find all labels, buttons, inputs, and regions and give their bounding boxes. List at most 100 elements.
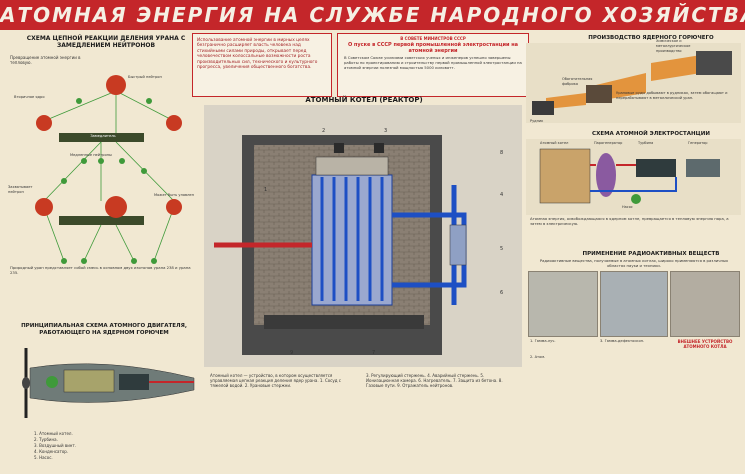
ore-flow-arrow [651,55,701,81]
plant-turbine [636,159,676,177]
neutron [61,258,67,264]
neutron [81,258,87,264]
uranium-nucleus [166,199,182,215]
chain-reaction-diagram [35,75,182,264]
left-column: СХЕМА ЦЕПНОЙ РЕАКЦИИ ДЕЛЕНИЯ УРАНА С ЗАМ… [4,33,200,469]
uranium-nucleus [35,198,53,216]
plant-steam-generator [596,153,616,197]
chain-reaction-title: СХЕМА ЦЕПНОЙ РЕАКЦИИ ДЕЛЕНИЯ УРАНА С ЗАМ… [26,35,186,49]
fuel-label-2: Обогатительная фабрика [562,77,593,86]
center-column: Использование атомной энергии в мирных ц… [192,33,529,469]
intro-box: Использование атомной энергии в мирных ц… [192,33,332,97]
isotopes-photo-1 [528,271,598,337]
moderator-band [59,216,144,225]
chain-label-4: Медленные нейтроны [70,153,112,157]
chain-label-3: Замедлитель [90,134,116,138]
poster-title: АТОМНАЯ ЭНЕРГИЯ НА СЛУЖБЕ НАРОДНОГО ХОЗЯ… [0,3,745,27]
engine-legend-5: 5. Насос. [34,455,53,460]
isotopes-note-2: 2. Атом. [530,355,546,359]
neutron [146,98,152,104]
title-banner: АТОМНАЯ ЭНЕРГИЯ НА СЛУЖБЕ НАРОДНОГО ХОЗЯ… [0,0,745,30]
reactor-number-2: 2 [322,128,326,134]
decree-box: В СОВЕТЕ МИНИСТРОВ СССР О пуске в СССР п… [337,33,529,97]
heat-exchanger [449,224,467,266]
moderator-band [59,133,144,142]
engine-legend-4: 4. Конденсатор. [34,449,69,454]
isotopes-note-3: 3. Гамма-дефектоскоп. [600,339,645,343]
reactor-number-7: 7 [372,350,376,356]
ore-flow-arrow [546,93,586,109]
plant-generator [686,159,720,177]
plant-text: Атомная энергия, освобождающаяся в ядерн… [530,216,729,226]
reactor-text-left: Атомный котел — устройство, в котором ос… [210,373,341,388]
neutron [61,178,67,184]
chain-notes: Природный уран представляет собой смесь … [10,265,191,275]
decree-heading: В СОВЕТЕ МИНИСТРОВ СССР [400,36,466,41]
chemical-plant [696,51,732,75]
chain-intro: Превращение атомной энергии в тепловую. [10,55,81,65]
reactor-text-right: 3. Регулирующий стержень. 4. Аварийный с… [366,373,503,388]
intro-text: Использование атомной энергии в мирных ц… [197,38,318,71]
reactor-number-1: 1 [264,187,268,193]
mine [532,101,554,115]
plant-pump [631,194,641,204]
plant-water-pipe [590,177,677,192]
neutron [151,258,157,264]
plant-reactor [539,148,591,204]
propeller-hub [22,377,30,389]
decree-title: О пуске в СССР первой промышленной элект… [347,42,519,54]
reactor-number-5: 5 [500,246,504,252]
reactor-diagram [204,105,522,367]
reactor-lid [315,156,389,176]
fuel-label-3: Рудник [530,119,544,123]
engine-turbine [119,374,149,390]
engine-diagram [22,348,195,418]
engine-pump [46,376,58,388]
neutron [131,258,137,264]
engine-title: ПРИНЦИПИАЛЬНАЯ СХЕМА АТОМНОГО ДВИГАТЕЛЯ,… [21,323,187,336]
plant-label-4: Генератор [688,141,708,145]
engine-reactor [63,369,115,393]
decree-text: В Советском Союзе усилиями советских уче… [344,55,522,70]
chain-label-5: Может быть уловлен [154,193,194,197]
fuel-diagram [526,43,741,123]
control-rod-drive [334,143,344,153]
uranium-nucleus [166,115,182,131]
uranium-nucleus [105,196,127,218]
reactor-number-8: 8 [500,150,504,156]
chain-label-2: Быстрый нейтрон [128,75,162,79]
neutron [119,158,125,164]
plant-label-3: Турбина [638,141,654,145]
engine-legend-2: 2. Турбина. [34,437,58,442]
plant-label-5: Насос [622,205,633,209]
chain-label-1: Вторичное ядро [14,95,45,99]
isotopes-title: ПРИМЕНЕНИЕ РАДИОАКТИВНЫХ ВЕЩЕСТВ [582,251,720,257]
reactor-vessel [311,174,393,306]
plant-label-1: Атомный котел [540,141,569,145]
reactor-number-4: 4 [500,192,504,198]
plant-label-2: Парогенератор [594,141,623,145]
fuel-title: ПРОИЗВОДСТВО ЯДЕРНОГО ГОРЮЧЕГО [588,35,714,41]
engine-legend-3: 3. Воздушный винт. [34,443,77,448]
neutron [98,158,104,164]
fuel-label-1: Химическое и металлургическое производст… [656,39,691,53]
uranium-nucleus [106,75,126,95]
control-rod-drive [374,143,384,153]
reactor-exterior-caption: ВНЕШНЕЕ УСТРОЙСТВО АТОМНОГО КОТЛА [677,339,733,349]
plant-title: СХЕМА АТОМНОЙ ЭЛЕКТРОСТАНЦИИ [592,131,710,137]
neutron [141,168,147,174]
reactor-number-9: 9 [290,350,294,356]
uranium-nucleus [36,115,52,131]
right-column: ПРОИЗВОДСТВО ЯДЕРНОГО ГОРЮЧЕГО Химическо… [526,33,741,469]
isotopes-photo-3 [670,271,740,337]
neutron [81,158,87,164]
isotopes-photo-2 [600,271,668,337]
reactor-title: АТОМНЫЙ КОТЕЛ (реактор) [305,96,423,104]
engine-legend-1: 1. Атомный котел. [34,431,73,436]
reactor-base [264,315,424,329]
chain-label-6: Захватывает нейтрон [8,185,33,194]
plant-diagram [526,139,741,215]
reactor-number-6: 6 [500,290,504,296]
isotopes-text: Радиоактивные вещества, получаемые в ато… [539,258,729,268]
